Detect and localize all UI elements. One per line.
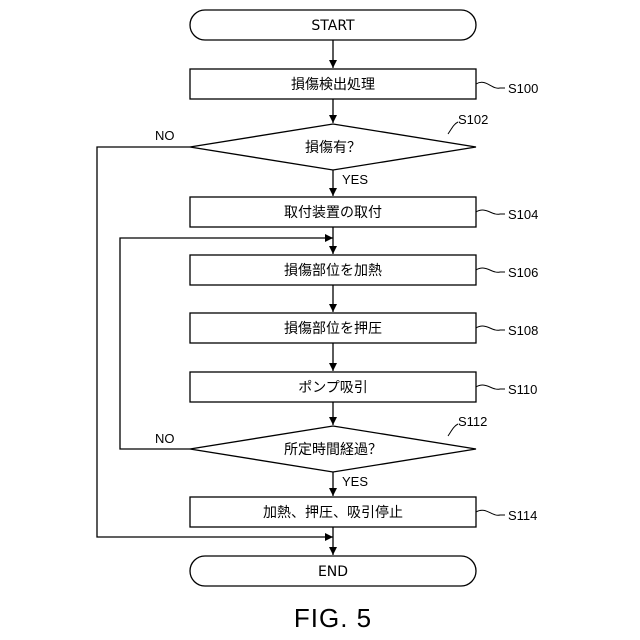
step-s108-label: 損傷部位を押圧 (284, 321, 382, 337)
ref-s110: S110 (508, 382, 537, 397)
s102-no-label: NO (155, 128, 175, 143)
s112-no-label: NO (155, 431, 175, 446)
figure-label: FIG. 5 (294, 603, 372, 633)
decision-s102-label: 損傷有？ (305, 140, 361, 156)
leader-s114 (476, 510, 505, 515)
decision-s112-label: 所定時間経過？ (284, 442, 382, 458)
leader-s112 (448, 424, 458, 436)
step-s100-label: 損傷検出処理 (291, 77, 375, 93)
leader-s100 (476, 82, 505, 88)
leader-s108 (476, 326, 505, 330)
ref-s100: S100 (508, 81, 538, 96)
s102-yes-label: YES (342, 172, 368, 187)
leader-s102 (448, 122, 458, 134)
start-label: START (311, 18, 355, 34)
leader-s104 (476, 210, 505, 214)
ref-s102: S102 (458, 112, 488, 127)
end-label: END (318, 564, 348, 580)
leader-s110 (476, 385, 505, 389)
ref-s104: S104 (508, 207, 538, 222)
ref-s108: S108 (508, 323, 538, 338)
s112-yes-label: YES (342, 474, 368, 489)
step-s110-label: ポンプ吸引 (298, 380, 368, 396)
step-s104-label: 取付装置の取付 (284, 205, 382, 221)
step-s114-label: 加熱、押圧、吸引停止 (263, 504, 403, 521)
ref-s106: S106 (508, 265, 538, 280)
ref-s114: S114 (508, 508, 537, 523)
step-s106-label: 損傷部位を加熱 (284, 263, 382, 279)
leader-s106 (476, 268, 505, 272)
ref-s112: S112 (458, 414, 487, 429)
